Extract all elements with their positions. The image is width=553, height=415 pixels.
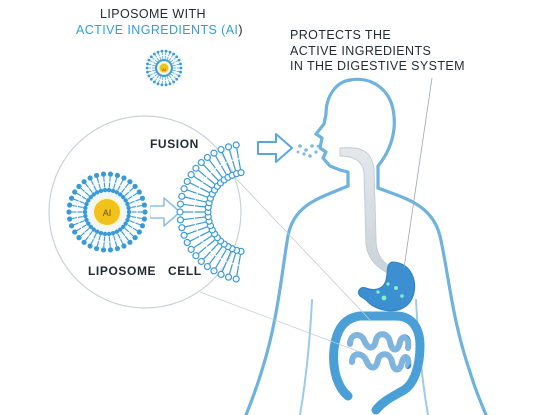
- inset-leader-top: [225, 167, 371, 321]
- esophagus: [339, 147, 406, 277]
- arrow-right-icon: [149, 197, 181, 227]
- head-outline: [314, 77, 396, 190]
- protects-line-3: IN THE DIGESTIVE SYSTEM: [290, 59, 465, 73]
- callout-line: [403, 77, 433, 269]
- liposome-title-line2: ACTIVE INGREDIENTS (AI): [76, 24, 243, 37]
- small-intestine: [347, 331, 412, 373]
- stomach: [357, 261, 416, 312]
- title-ai-abbrev: AI: [225, 23, 239, 37]
- fusion-label: FUSION: [150, 137, 199, 151]
- protects-callout: PROTECTS THE ACTIVE INGREDIENTS IN THE D…: [290, 28, 465, 75]
- intestine-highlight: [338, 324, 414, 380]
- protects-line-1: PROTECTS THE: [290, 28, 392, 42]
- stomach-particles: [376, 282, 404, 301]
- title-active-ingredients: ACTIVE INGREDIENTS (: [76, 23, 226, 37]
- protects-line-2: ACTIVE INGREDIENTS: [290, 43, 432, 58]
- inset-leader-bottom: [199, 291, 361, 353]
- liposome-label: LIPOSOME: [88, 264, 157, 278]
- right-shoulder-outline: [376, 186, 488, 415]
- liposome-title-line1: LIPOSOME WITH: [100, 7, 206, 21]
- torso-left-outline: [299, 299, 313, 415]
- large-intestine: [329, 311, 425, 415]
- liposome-large: [63, 168, 151, 256]
- cell-label: CELL: [168, 264, 202, 278]
- liposome-large-core-label: AI: [103, 208, 112, 218]
- arrow-right-icon: [257, 133, 293, 163]
- liposome-small: [142, 46, 186, 90]
- ingested-particles: [296, 144, 320, 158]
- cell-membrane: [176, 141, 245, 283]
- title-close-paren: ): [238, 23, 243, 37]
- liposome-small-core-label: AI: [162, 67, 166, 72]
- left-shoulder-outline: [244, 184, 350, 415]
- intestines: [329, 311, 425, 415]
